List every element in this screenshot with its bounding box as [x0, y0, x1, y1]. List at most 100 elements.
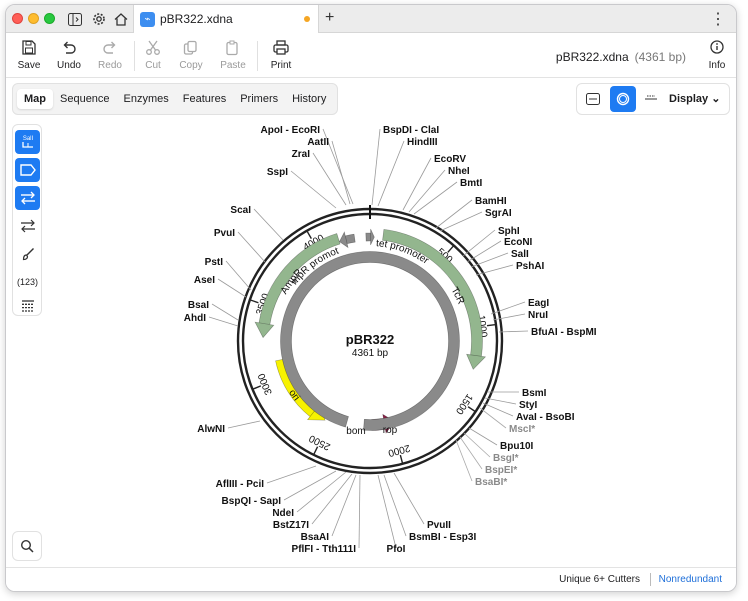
enzyme-label[interactable]: SphI: [498, 226, 520, 237]
search-map-button[interactable]: [12, 531, 42, 561]
enzyme-label[interactable]: SalI: [511, 249, 529, 260]
enzyme-label[interactable]: PshAI: [516, 261, 545, 272]
enzyme-count-label[interactable]: (123): [15, 270, 40, 294]
enzyme-label[interactable]: BspEI*: [485, 465, 517, 476]
close-window-button[interactable]: [12, 13, 23, 24]
primer-tool-icon[interactable]: [15, 214, 40, 238]
enzyme-tool-label: SalI: [22, 136, 33, 142]
enzyme-label[interactable]: HindIII: [407, 137, 438, 148]
document-tab[interactable]: ⌁ pBR322.xdna: [133, 5, 319, 33]
redo-button[interactable]: Redo: [90, 37, 130, 75]
enzyme-leader-line: [358, 474, 361, 549]
copy-icon: [183, 40, 197, 55]
document-length: (4361 bp): [634, 50, 686, 64]
enzyme-label[interactable]: BsmI: [522, 388, 547, 399]
circular-view-icon[interactable]: [610, 86, 636, 112]
enzyme-label[interactable]: AatII: [307, 137, 329, 148]
enzyme-label[interactable]: AflIII - PciI: [216, 479, 265, 490]
cutter-filter-label[interactable]: Unique 6+ Cutters: [559, 574, 640, 585]
tab-sequence[interactable]: Sequence: [60, 93, 110, 105]
enzyme-label[interactable]: BspQI - SapI: [222, 496, 282, 507]
enzyme-count: (123): [16, 277, 38, 287]
document-name: pBR322.xdna: [555, 50, 629, 64]
enzyme-label[interactable]: AseI: [194, 275, 215, 286]
copy-button[interactable]: Copy: [171, 37, 211, 75]
enzyme-label[interactable]: EcoRV: [434, 154, 466, 165]
enzyme-label[interactable]: BamHI: [475, 196, 507, 207]
enzyme-label[interactable]: BsaBI*: [475, 477, 507, 488]
enzyme-label[interactable]: MscI*: [509, 424, 535, 435]
enzyme-label[interactable]: ApoI - EcoRI: [261, 125, 321, 136]
sequence-view-icon[interactable]: [638, 86, 664, 112]
orf-tool-icon[interactable]: [15, 186, 40, 210]
save-button[interactable]: Save: [9, 37, 49, 75]
enzyme-label[interactable]: PstI: [205, 257, 224, 268]
toolbar-divider: [257, 41, 258, 71]
print-button[interactable]: Print: [261, 37, 301, 75]
enzyme-label[interactable]: PfoI: [387, 544, 406, 555]
home-icon[interactable]: [112, 10, 130, 28]
sidebar-toggle-icon[interactable]: [66, 10, 84, 28]
enzyme-label[interactable]: PvuI: [214, 228, 235, 239]
tab-primers[interactable]: Primers: [240, 93, 279, 105]
enzyme-label[interactable]: NheI: [448, 166, 470, 177]
unsaved-indicator: [304, 16, 310, 22]
enzyme-leader-line: [227, 420, 261, 429]
search-icon: [20, 539, 34, 553]
tab-history[interactable]: History: [292, 93, 327, 105]
feature-tool-icon[interactable]: [15, 158, 40, 182]
enzyme-label[interactable]: EcoNI: [504, 237, 533, 248]
redo-label: Redo: [98, 60, 122, 71]
map-tools: SalI (123): [12, 124, 42, 316]
minimize-window-button[interactable]: [28, 13, 39, 24]
enzyme-label[interactable]: ScaI: [230, 205, 251, 216]
enzyme-label[interactable]: SgrAI: [485, 208, 512, 219]
enzyme-leader-line: [312, 152, 347, 206]
zoom-window-button[interactable]: [44, 13, 55, 24]
enzyme-label[interactable]: SspI: [267, 167, 288, 178]
enzyme-label[interactable]: BfuAI - BspMI: [531, 327, 597, 338]
brush-icon[interactable]: [15, 242, 40, 266]
enzyme-label[interactable]: AlwNI: [197, 424, 225, 435]
enzyme-label[interactable]: AvaI - BsoBI: [516, 412, 575, 423]
enzyme-label[interactable]: NdeI: [272, 508, 294, 519]
enzyme-label[interactable]: PvuII: [427, 520, 451, 531]
info-button[interactable]: Info: [697, 37, 736, 75]
display-menu-button[interactable]: Display ⌄: [669, 92, 720, 105]
tick-mark: [306, 231, 312, 239]
enzyme-label[interactable]: BmtI: [460, 178, 482, 189]
feature-label-bom: bom: [346, 426, 365, 437]
enzyme-label[interactable]: AhdI: [184, 313, 206, 324]
list-view-icon[interactable]: [15, 294, 40, 318]
enzyme-label[interactable]: BstZ17I: [273, 520, 309, 531]
new-tab-button[interactable]: +: [325, 9, 335, 26]
enzyme-label[interactable]: PflFI - Tth111I: [292, 544, 357, 555]
redundancy-mode-link[interactable]: Nonredundant: [658, 574, 722, 585]
enzyme-label[interactable]: BsaI: [188, 300, 209, 311]
enzyme-label[interactable]: ZraI: [292, 149, 311, 160]
undo-button[interactable]: Undo: [49, 37, 89, 75]
enzyme-label[interactable]: BspDI - ClaI: [383, 125, 439, 136]
gear-icon[interactable]: [90, 10, 108, 28]
enzyme-label[interactable]: Bpu10I: [500, 441, 534, 452]
enzyme-label[interactable]: BsaAI: [301, 532, 330, 543]
more-menu-icon[interactable]: ⋮: [710, 11, 726, 28]
enzyme-label[interactable]: BsgI*: [493, 453, 519, 464]
enzyme-label[interactable]: StyI: [519, 400, 538, 411]
enzyme-label[interactable]: NruI: [528, 310, 548, 321]
tab-enzymes[interactable]: Enzymes: [123, 93, 169, 105]
redo-icon: [103, 41, 116, 54]
linear-view-icon[interactable]: [580, 86, 606, 112]
enzyme-label[interactable]: EagI: [528, 298, 549, 309]
paste-button[interactable]: Paste: [213, 37, 253, 75]
enzyme-leader-line: [331, 140, 351, 205]
tab-features[interactable]: Features: [182, 93, 227, 105]
enzyme-label[interactable]: BsmBI - Esp3I: [409, 532, 476, 543]
info-icon: [710, 40, 724, 54]
undo-icon: [63, 41, 76, 54]
enzyme-site-tool[interactable]: SalI: [15, 130, 40, 154]
display-label: Display: [669, 93, 709, 105]
tab-map[interactable]: Map: [17, 89, 53, 109]
cut-button[interactable]: Cut: [133, 37, 173, 75]
